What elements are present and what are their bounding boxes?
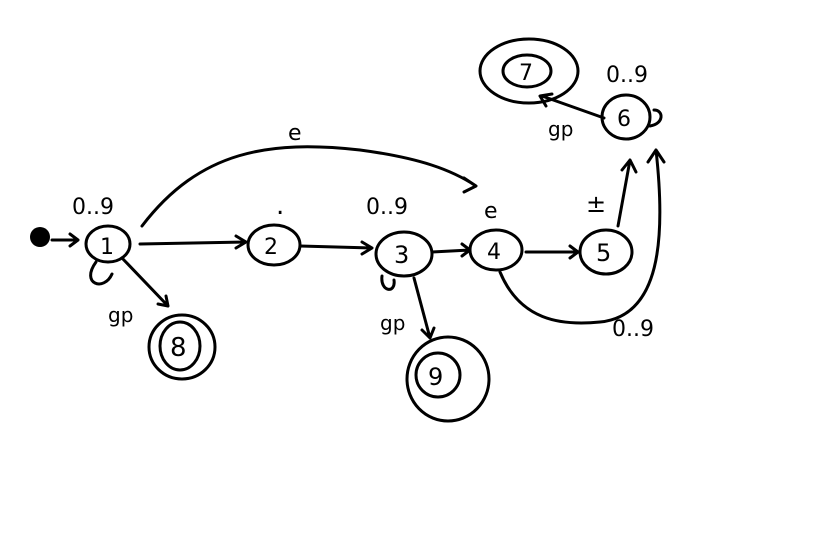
edge-1-8 xyxy=(120,256,170,308)
state-4-label: 4 xyxy=(487,240,501,265)
state-3-label: 3 xyxy=(394,241,409,269)
edge-2-3 xyxy=(298,240,374,256)
edge-6-7-label: gp xyxy=(548,117,573,141)
start-arrow xyxy=(50,232,80,248)
loop-1-label: 0..9 xyxy=(72,195,114,220)
edge-3-9 xyxy=(412,276,436,340)
loop-3 xyxy=(380,274,396,291)
edge-3-4-label: e xyxy=(484,199,498,224)
edge-1-4-label: e xyxy=(288,121,302,146)
state-6-label: 6 xyxy=(617,107,631,132)
edge-3-4 xyxy=(430,242,472,258)
state-7: 7 xyxy=(478,37,580,105)
edge-5-6 xyxy=(616,158,638,228)
edge-4-6 xyxy=(498,148,666,325)
edge-1-4 xyxy=(140,145,478,228)
state-2: 2 xyxy=(246,223,302,267)
state-9: 9 xyxy=(405,335,491,423)
loop-3-label: 0..9 xyxy=(366,195,408,220)
loop-6 xyxy=(648,108,663,128)
edge-4-5 xyxy=(524,244,580,260)
state-1-label: 1 xyxy=(100,235,114,260)
edge-4-5-label: ± xyxy=(586,190,606,218)
state-6: 6 xyxy=(600,93,652,141)
start-dot xyxy=(30,227,50,247)
loop-6-label: 0..9 xyxy=(606,63,648,88)
edge-4-6-label: 0..9 xyxy=(612,317,654,342)
state-4: 4 xyxy=(468,228,524,272)
edge-1-2 xyxy=(138,234,248,250)
state-9-label: 9 xyxy=(428,363,443,391)
edge-6-7 xyxy=(538,92,606,120)
loop-1 xyxy=(89,260,114,286)
edge-1-8-label: gp xyxy=(108,303,133,327)
state-1: 1 xyxy=(84,224,132,264)
state-8-label: 8 xyxy=(170,333,187,363)
state-8: 8 xyxy=(147,313,217,381)
state-5-label: 5 xyxy=(596,239,611,267)
state-5: 5 xyxy=(578,228,634,276)
edge-3-9-label: gp xyxy=(380,311,405,335)
edge-1-2-label: . xyxy=(276,191,284,221)
state-3: 3 xyxy=(374,230,434,278)
state-2-label: 2 xyxy=(264,235,278,260)
state-7-label: 7 xyxy=(519,61,533,86)
